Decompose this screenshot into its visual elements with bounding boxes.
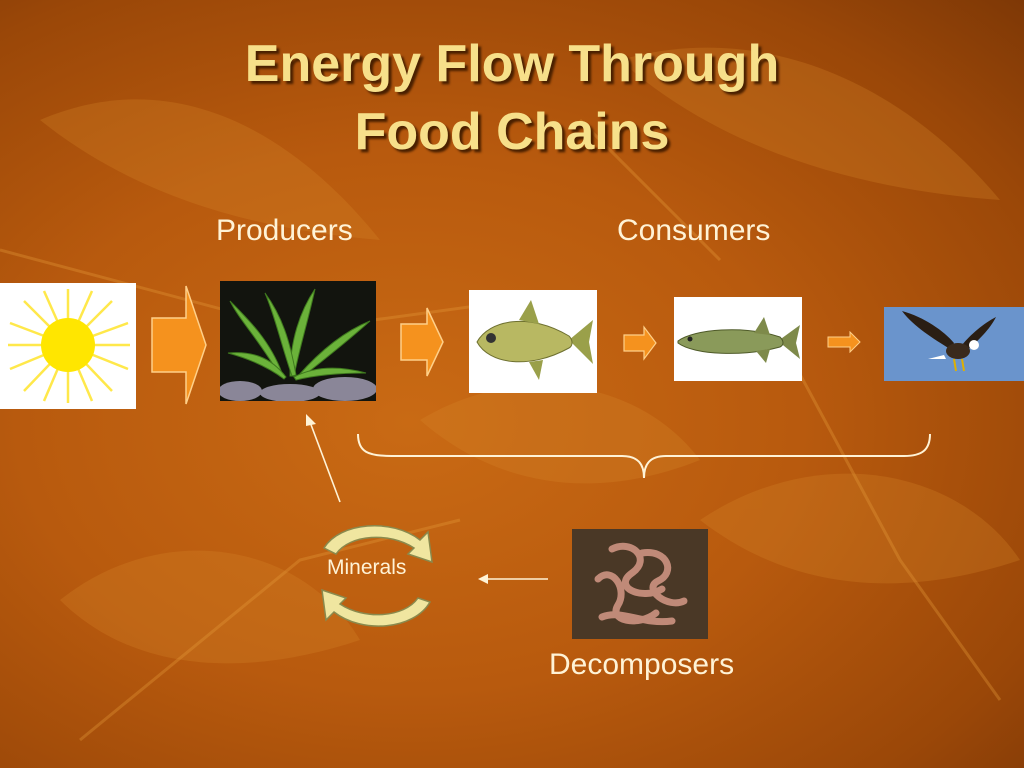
eagle-icon (884, 307, 1024, 381)
sun-image (0, 283, 136, 409)
flow-arrow-3 (623, 325, 657, 361)
producers-label: Producers (216, 214, 353, 247)
consumers-label: Consumers (617, 214, 771, 247)
minerals-label: Minerals (327, 556, 407, 579)
worms-image (572, 529, 708, 639)
slide-title-line2: Food Chains (354, 103, 670, 161)
pike-icon (677, 317, 800, 363)
fish-icon (476, 300, 593, 380)
decomposer-to-minerals-arrow (478, 574, 548, 584)
flow-arrow-2 (400, 307, 444, 377)
pike-image (674, 297, 802, 381)
plant-icon (220, 281, 376, 401)
eagle-image (884, 307, 1024, 381)
slide-title-line1: Energy Flow Through (244, 35, 780, 93)
sun-icon (8, 289, 130, 403)
recycle-arrows-icon (321, 524, 433, 627)
plant-image (220, 281, 376, 401)
flow-arrow-4 (827, 331, 861, 353)
flow-arrow-1 (151, 285, 207, 405)
worms-icon (572, 529, 708, 639)
small-fish-image (469, 290, 597, 393)
mineral-to-plant-arrow (306, 414, 341, 503)
consumers-brace (357, 433, 931, 479)
decomposers-label: Decomposers (549, 648, 735, 681)
